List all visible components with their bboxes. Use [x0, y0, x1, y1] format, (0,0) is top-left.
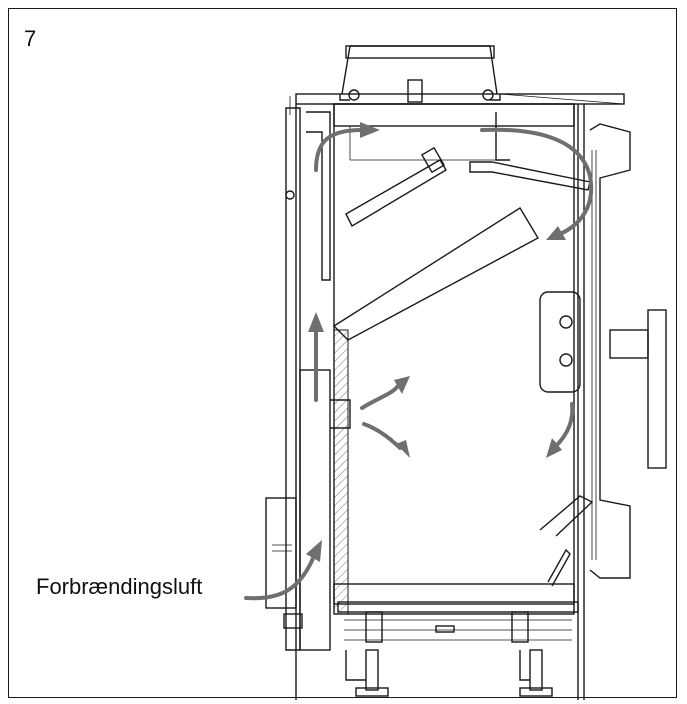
baffle-plate: [332, 207, 539, 341]
combustion-chamber: [330, 103, 575, 615]
figure-number: 7: [24, 26, 37, 51]
grate-hook: [539, 495, 594, 587]
top-plate: [295, 93, 625, 105]
front-door: [539, 123, 631, 579]
flue-collar: [339, 45, 501, 103]
door-handle: [609, 309, 667, 469]
combustion-air-label: Forbrændingsluft: [36, 574, 203, 599]
airflow-arrows: [244, 122, 594, 601]
stove-leg-right: [519, 649, 553, 697]
rear-panel: [265, 107, 331, 651]
stove-base: [337, 601, 579, 643]
upper-baffle: [345, 112, 591, 227]
stove-leg-left: [345, 649, 389, 697]
